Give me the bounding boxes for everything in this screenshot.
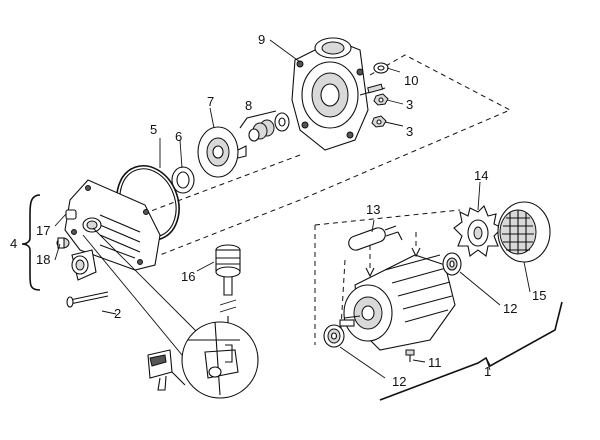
screw	[66, 291, 109, 308]
pipe-connector	[71, 249, 97, 281]
valve	[215, 244, 241, 335]
callout-13: 13	[366, 202, 380, 217]
screw-11	[405, 349, 415, 362]
mechanical-seal	[239, 110, 290, 142]
nut-3a	[373, 93, 389, 106]
callout-7: 7	[207, 94, 214, 109]
callout-5: 5	[150, 122, 157, 137]
bracket-4	[21, 194, 41, 291]
callout-3a: 3	[406, 97, 413, 112]
callout-9: 9	[258, 32, 265, 47]
callout-11: 11	[428, 355, 442, 370]
callout-12a: 12	[503, 301, 517, 316]
motor-baseline	[379, 301, 563, 401]
fan	[453, 205, 503, 257]
callout-6: 6	[175, 129, 182, 144]
washer-10	[373, 62, 389, 74]
hose-fitting	[147, 349, 186, 391]
callout-15: 15	[532, 288, 546, 303]
callout-16: 16	[181, 269, 195, 284]
capacitor	[348, 225, 403, 251]
pump-cover	[64, 179, 161, 271]
callout-17: 17	[36, 223, 50, 238]
callout-2: 2	[114, 306, 121, 321]
fan-cover	[497, 201, 551, 263]
bearing-front	[323, 324, 345, 348]
wear-ring	[171, 166, 195, 194]
callout-4: 4	[10, 236, 17, 251]
motor-outline	[314, 209, 461, 346]
callout-labels: 9 10 3 3 8 7 5 6 4 17 18 16 2 13 14 15 1…	[10, 32, 546, 389]
bearing-rear	[442, 252, 462, 276]
motor-body	[339, 254, 456, 351]
callout-8: 8	[245, 98, 252, 113]
callout-3b: 3	[406, 124, 413, 139]
pump-housing	[291, 37, 386, 151]
plug-17	[65, 209, 77, 220]
callout-18: 18	[36, 252, 50, 267]
callout-10: 10	[404, 73, 418, 88]
nut-3b	[371, 115, 387, 128]
callout-1: 1	[484, 364, 491, 379]
impeller	[197, 126, 247, 178]
leader-lines	[54, 39, 531, 379]
callout-14: 14	[474, 168, 488, 183]
detail-zoom	[82, 227, 259, 399]
callout-12b: 12	[392, 374, 406, 389]
